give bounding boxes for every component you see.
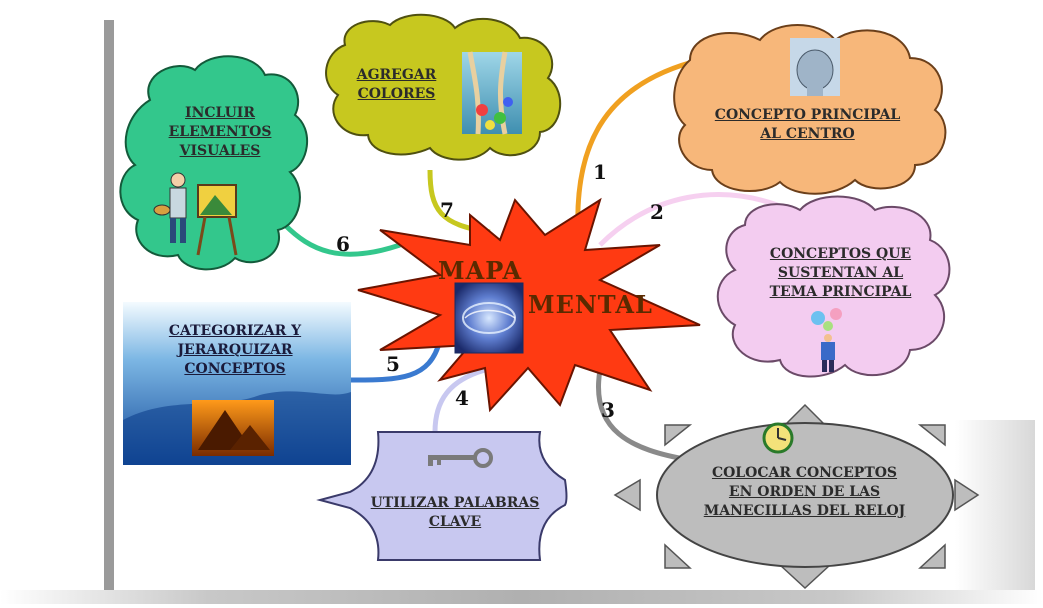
label-elementos-visuales: INCLUIR ELEMENTOS VISUALES: [168, 105, 272, 159]
connector-number-4: 4: [455, 386, 469, 410]
connector-3: [596, 369, 691, 463]
connector-7: [427, 169, 491, 235]
arrow-tl: [664, 424, 693, 447]
key-icon: [428, 448, 493, 468]
pyramids-image: [192, 400, 274, 456]
connector-number-3: 3: [601, 398, 615, 422]
connector-6: [283, 223, 401, 257]
connector-number-5: 5: [386, 352, 400, 376]
connector-number-7: 7: [440, 198, 454, 222]
arrow-right: [954, 478, 980, 512]
central-star: [357, 197, 701, 413]
painter-icon: [153, 172, 238, 256]
arrow-left: [613, 478, 641, 512]
connector-number-6: 6: [336, 232, 350, 256]
label-colocar-conceptos: COLOCAR CONCEPTOS EN ORDEN DE LAS MANECI…: [703, 465, 906, 519]
label-agregar-colores: AGREGAR COLORES: [356, 67, 437, 102]
clock-icon: [762, 422, 794, 454]
cloud-concepto-principal: [673, 24, 947, 195]
frame-right-shadow: [955, 420, 1035, 590]
label-concepto-principal: CONCEPTO PRINCIPAL AL CENTRO: [714, 107, 901, 142]
thinking-head-icon: [790, 38, 840, 96]
label-categorizar: CATEGORIZAR Y JERARQUIZAR CONCEPTOS: [168, 323, 302, 377]
oval-colocar-conceptos: [656, 422, 954, 568]
cloud-conceptos-sustentan: [716, 195, 951, 378]
cloud-elementos-visuales: [119, 55, 309, 271]
center-title-word-2: MENTAL: [528, 290, 653, 319]
brain-image: [454, 282, 524, 354]
arrow-tr: [917, 424, 946, 447]
frame-left-shadow: [104, 20, 114, 595]
center-title-word-1: MAPA: [438, 256, 523, 285]
ribbon-palabras-clave: [316, 431, 568, 561]
arrow-bottom: [778, 564, 832, 590]
thinking-person-icon: [811, 308, 842, 372]
arrow-br: [918, 543, 946, 569]
label-conceptos-sustentan: CONCEPTOS QUE SUSTENTAN AL TEMA PRINCIPA…: [769, 246, 912, 300]
connector-2: [598, 192, 791, 247]
connector-1: [575, 57, 701, 233]
label-palabras-clave: UTILIZAR PALABRAS CLAVE: [370, 495, 540, 530]
colors-image: [462, 51, 522, 135]
connector-number-2: 2: [650, 200, 664, 224]
connector-number-1: 1: [593, 160, 607, 184]
arrow-bl: [664, 543, 692, 569]
connector-5: [349, 339, 443, 383]
frame-bottom-shadow: [0, 590, 1043, 604]
connector-4: [432, 367, 486, 433]
